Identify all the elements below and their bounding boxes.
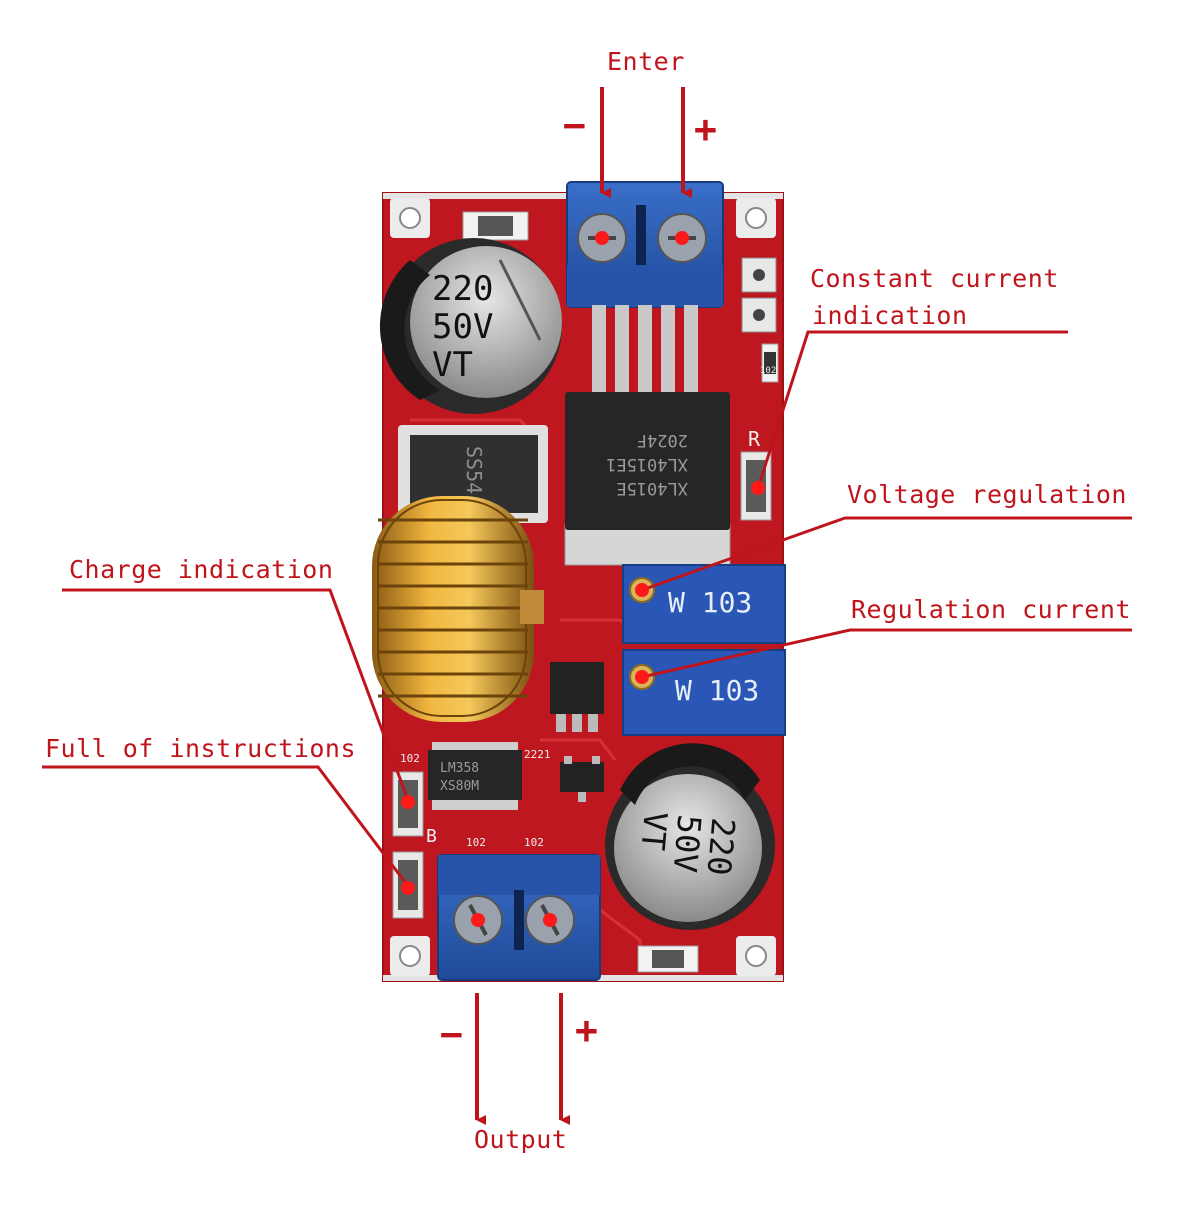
silk-label-r: R bbox=[748, 427, 761, 451]
ic-marking-3: 2024F bbox=[637, 430, 688, 450]
output-minus-sign: − bbox=[440, 1012, 463, 1056]
smd-marking: 102 bbox=[760, 366, 776, 376]
cap-top-text-1: 220 bbox=[432, 269, 493, 309]
full-instructions-leader bbox=[42, 765, 410, 887]
transistor bbox=[560, 756, 604, 802]
input-terminal-block bbox=[566, 181, 724, 308]
cap-bottom-text-1: 220 bbox=[700, 816, 743, 877]
pot-marking-top: W 103 bbox=[668, 586, 752, 619]
silk-label-b: B bbox=[426, 826, 437, 847]
smd-resistor bbox=[462, 211, 529, 241]
output-plus-marker bbox=[543, 913, 557, 927]
constant-current-leader bbox=[756, 330, 1068, 489]
voltage-potentiometer: W 103 bbox=[622, 564, 786, 644]
regulation-current-marker bbox=[635, 670, 649, 684]
smd-marking: 2221 bbox=[524, 748, 551, 761]
mounting-hole-top-right bbox=[736, 198, 776, 238]
constant-current-label-line-2: indication bbox=[812, 301, 968, 330]
toroid-inductor bbox=[372, 496, 544, 722]
constant-current-label-line-1: Constant current bbox=[810, 264, 1059, 293]
smd-resistor bbox=[637, 945, 699, 973]
smd-marking: 102 bbox=[400, 752, 420, 765]
cap-bottom-text-3: VT bbox=[633, 810, 674, 852]
full-instructions-marker bbox=[401, 881, 415, 895]
op-amp-ic: LM358 XS80M bbox=[428, 742, 522, 810]
full-instructions-label: Full of instructions bbox=[45, 734, 356, 763]
small-regulator bbox=[550, 662, 604, 732]
main-ic: XL4015E XL4015E1 2024F bbox=[564, 305, 731, 566]
voltage-regulation-marker bbox=[635, 583, 649, 597]
capacitor-top: 220 50V VT bbox=[379, 238, 562, 414]
input-minus-sign: − bbox=[563, 103, 586, 147]
op-amp-marking-2: XS80M bbox=[440, 779, 479, 794]
diode-marking: SS54 bbox=[462, 446, 486, 494]
voltage-regulation-label: Voltage regulation bbox=[847, 480, 1127, 509]
input-label: Enter bbox=[607, 47, 685, 76]
cap-bottom-text-2: 50V bbox=[666, 813, 709, 874]
pot-marking-bottom: W 103 bbox=[675, 674, 759, 707]
op-amp-marking-1: LM358 bbox=[440, 761, 479, 776]
input-plus-marker bbox=[675, 231, 689, 245]
charge-indication-label: Charge indication bbox=[69, 555, 333, 584]
voltage-regulation-leader bbox=[641, 516, 1132, 592]
output-plus-sign: + bbox=[575, 1008, 598, 1052]
cap-top-text-3: VT bbox=[432, 345, 473, 385]
capacitor-bottom: 220 50V VT bbox=[605, 743, 775, 930]
smd-marking: 102 bbox=[466, 836, 486, 849]
charge-indication-leader bbox=[62, 588, 410, 801]
output-label: Output bbox=[474, 1125, 567, 1154]
constant-current-marker bbox=[751, 481, 765, 495]
input-plus-sign: + bbox=[694, 107, 717, 151]
cap-top-text-2: 50V bbox=[432, 307, 493, 347]
output-minus-marker bbox=[471, 913, 485, 927]
ic-marking-2: XL4015E1 bbox=[606, 454, 688, 474]
mounting-hole-top-left bbox=[390, 198, 430, 238]
mounting-hole-bottom-left bbox=[390, 936, 430, 976]
smd-marking: 102 bbox=[524, 836, 544, 849]
input-minus-marker bbox=[595, 231, 609, 245]
output-terminal-block bbox=[437, 854, 601, 981]
header-pins bbox=[741, 257, 777, 333]
regulation-current-label: Regulation current bbox=[851, 595, 1131, 624]
regulation-current-leader bbox=[641, 628, 1132, 679]
mounting-hole-bottom-right bbox=[736, 936, 776, 976]
smd-resistor bbox=[761, 343, 779, 383]
ic-marking-1: XL4015E bbox=[616, 478, 688, 498]
charge-indication-marker bbox=[401, 795, 415, 809]
